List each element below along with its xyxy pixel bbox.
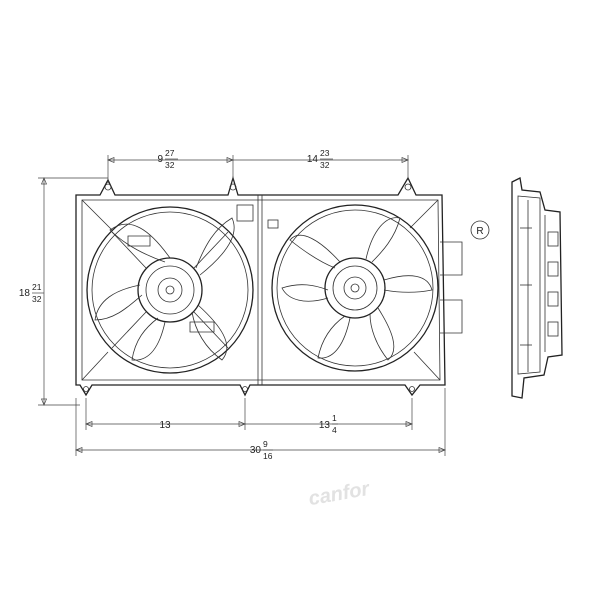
dimension-top-left: 9 27 32 [107, 148, 234, 183]
dim-overall-num: 9 [263, 439, 268, 449]
dimension-bottom-right: 13 1 4 [245, 398, 413, 435]
dim-height-den: 32 [32, 294, 42, 304]
registered-mark-text: R [476, 226, 483, 237]
dim-overall-den: 16 [263, 451, 273, 461]
dim-bottom-left-whole: 13 [159, 420, 171, 431]
dim-bottom-right-whole: 13 [319, 420, 331, 431]
watermark-text: canfor [307, 478, 372, 510]
right-fan-icon [271, 204, 463, 372]
dim-bottom-right-den: 4 [332, 425, 337, 435]
dim-top-left-whole: 9 [157, 154, 163, 165]
dim-height-whole: 18 [19, 288, 31, 299]
dim-top-left-num: 27 [165, 148, 175, 158]
registered-mark: R [470, 220, 490, 240]
dimension-overall: 30 9 16 [75, 388, 446, 461]
dimension-top-right: 14 23 32 [233, 148, 409, 180]
dim-overall-whole: 30 [250, 445, 262, 456]
shroud-frame [75, 175, 446, 397]
dimension-height: 18 21 32 [19, 177, 108, 406]
dim-top-right-den: 32 [320, 160, 330, 170]
dim-height-num: 21 [32, 282, 42, 292]
side-profile-icon [511, 177, 563, 399]
dim-top-right-whole: 14 [307, 154, 319, 165]
dim-top-left-den: 32 [165, 160, 175, 170]
dim-bottom-right-num: 1 [332, 413, 337, 423]
dim-top-right-num: 23 [320, 148, 330, 158]
left-fan-icon [86, 206, 254, 374]
dimension-bottom-left: 13 [85, 398, 246, 431]
